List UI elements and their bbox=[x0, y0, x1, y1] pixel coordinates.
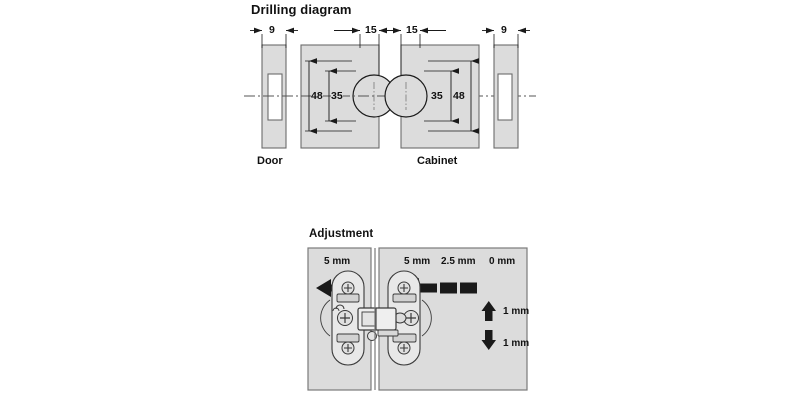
dimension-door-thickness: 9 bbox=[269, 24, 275, 36]
height-adjustment-arrow bbox=[481, 301, 496, 350]
side-adjustment-label-0mm: 0 mm bbox=[489, 256, 516, 267]
dimension-cabinet-thickness: 9 bbox=[501, 24, 507, 36]
cabinet-part-label: Cabinet bbox=[417, 155, 458, 167]
height-adjustment-label-up: 1 mm bbox=[503, 306, 530, 317]
height-adjustment-label-down: 1 mm bbox=[503, 338, 530, 349]
depth-adjustment-label: 5 mm bbox=[324, 256, 351, 267]
door-part-label: Door bbox=[257, 155, 283, 167]
side-adjustment-label-5mm: 5 mm bbox=[404, 256, 431, 267]
dimension-door-outer-vertical: 48 bbox=[311, 90, 323, 102]
dimension-cabinet-offset: 15 bbox=[406, 24, 418, 36]
dimension-cabinet-outer-vertical: 48 bbox=[453, 90, 465, 102]
dimension-door-inner-vertical: 35 bbox=[331, 90, 343, 102]
side-adjustment-label-2-5mm: 2.5 mm bbox=[441, 256, 476, 267]
dimension-door-offset: 15 bbox=[365, 24, 377, 36]
concealed-hinge-assembly bbox=[320, 270, 432, 366]
dimension-cabinet-inner-vertical: 35 bbox=[431, 90, 443, 102]
drilling-diagram-title: Drilling diagram bbox=[251, 2, 352, 17]
adjustment-diagram-title: Adjustment bbox=[309, 228, 374, 240]
